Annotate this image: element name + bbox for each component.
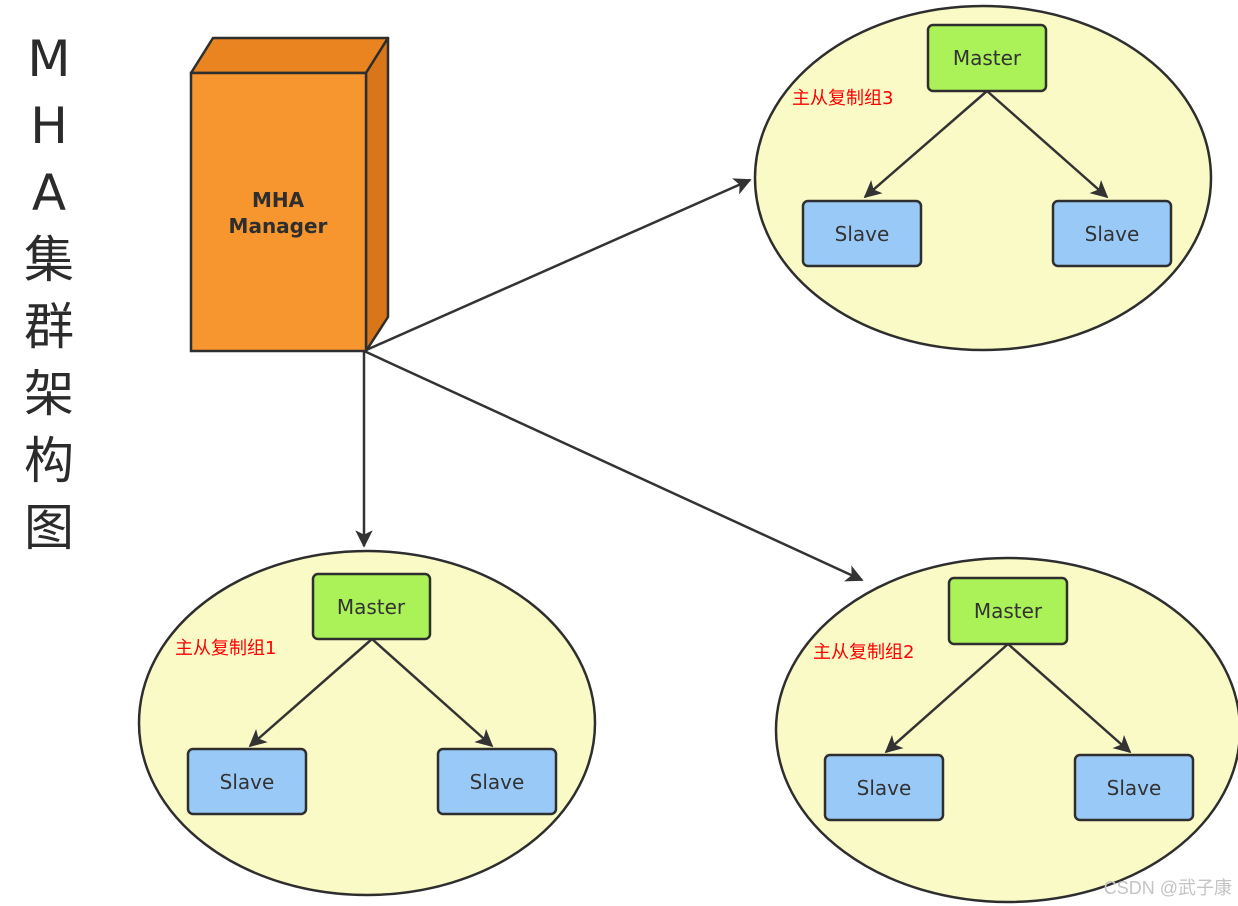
master-node [926,23,1048,93]
replication-group-1: 主从复制组1 Master Slave Slave [175,572,558,816]
arrow-master-to-slave [248,638,373,748]
title-char: H [30,97,68,155]
master-node [311,572,432,641]
slave-label: Slave [857,776,912,800]
manager-front-face [189,71,368,353]
title-char: 图 [24,499,74,557]
replication-group-2: 主从复制组2 Master Slave Slave [813,576,1195,822]
slave-label: Slave [1085,222,1140,246]
watermark: CSDN @武子康 [1103,878,1232,898]
arrow-manager-to-group-3 [363,178,752,353]
manager-top-face [189,36,390,75]
master-label: Master [953,46,1022,70]
slave-label: Slave [1107,776,1162,800]
manager-label-line1: MHA [252,188,305,212]
group-label: 主从复制组1 [175,638,276,659]
manager-label-line2: Manager [229,214,328,238]
slave-label: Slave [470,770,525,794]
manager-side-face [364,36,390,353]
group-label: 主从复制组2 [813,642,914,663]
replication-group-3: 主从复制组3 Master Slave Slave [792,23,1173,268]
master-label: Master [337,595,406,619]
slave-node [1051,199,1173,268]
slave-label: Slave [835,222,890,246]
master-label: Master [974,599,1043,623]
slave-node [823,753,945,822]
arrow-master-to-slave [884,643,1009,754]
slave-node [801,199,923,268]
slave-node [186,747,308,816]
title-char: A [31,164,67,222]
arrow-master-to-slave [371,638,494,748]
mha-manager-node: MHA Manager [189,36,390,353]
slave-node [436,747,558,816]
master-node [947,576,1069,646]
title-char: 架 [24,365,74,423]
diagram-title: M H A 集 群 架 构 图 [14,26,84,562]
title-char: 集 [24,231,74,289]
group-label: 主从复制组3 [792,88,893,109]
arrow-manager-to-group-2 [363,349,864,582]
arrow-master-to-slave [863,90,988,199]
title-char: 群 [24,298,74,356]
title-char: 构 [24,432,74,490]
title-char: M [27,30,71,88]
arrow-master-to-slave [1007,643,1132,754]
arrow-master-to-slave [986,90,1109,199]
slave-label: Slave [220,770,275,794]
slave-node [1073,753,1195,822]
